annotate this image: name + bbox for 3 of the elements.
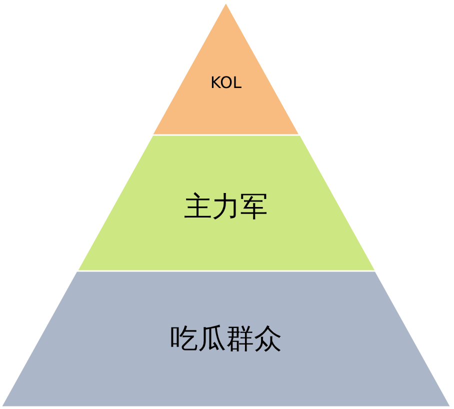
tier-label: 主力军 xyxy=(184,191,268,223)
tier-label: KOL xyxy=(210,73,242,93)
tier-label: 吃瓜群众 xyxy=(170,323,282,355)
